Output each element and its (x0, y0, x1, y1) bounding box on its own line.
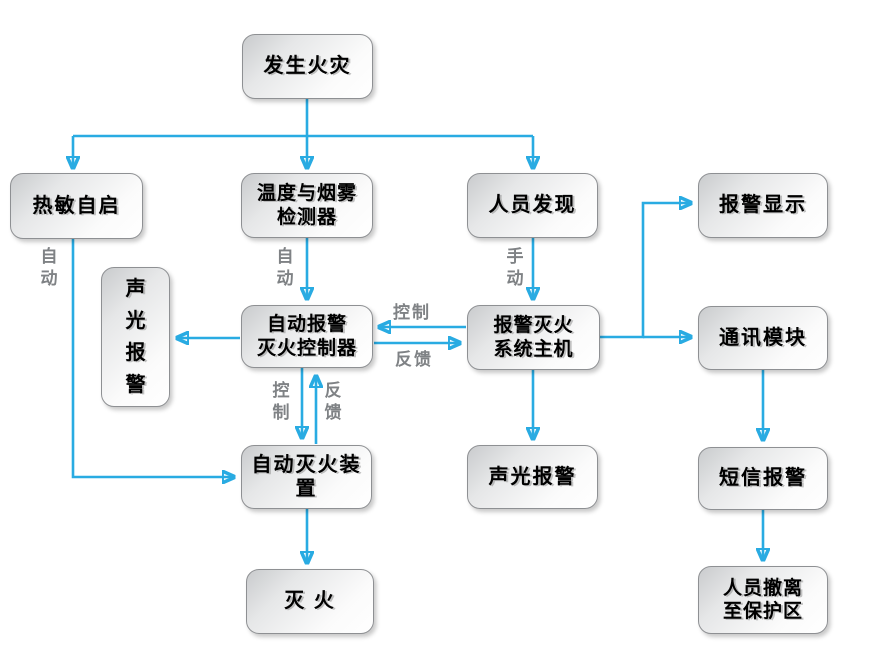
node-thermal-autostart: 热敏自启 (10, 173, 143, 239)
node-sms-alarm-label: 短信报警 (719, 467, 807, 490)
edge-label-feedback-horizontal: 反馈 (395, 350, 433, 369)
node-alarm-display-label: 报警显示 (719, 194, 807, 217)
node-alarm-system-host-label: 报警灭火 系统主机 (493, 315, 574, 360)
node-auto-extinguish-device-label: 自动灭火装置 (251, 453, 362, 500)
edge-label-auto-middle: 自动 (276, 247, 294, 289)
node-evacuate-label: 人员撤离 至保护区 (722, 577, 803, 622)
edge-thermal-to-device (71, 239, 233, 477)
node-evacuate: 人员撤离 至保护区 (698, 566, 828, 634)
node-sound-light-alarm-bottom: 声光报警 (467, 445, 598, 509)
node-auto-extinguish-device: 自动灭火装置 (241, 445, 372, 509)
node-alarm-display: 报警显示 (698, 173, 828, 238)
edge-label-manual: 手动 (506, 247, 524, 289)
node-alarm-system-host: 报警灭火 系统主机 (467, 305, 600, 370)
node-comm-module: 通讯模块 (698, 306, 828, 370)
node-sms-alarm: 短信报警 (698, 447, 828, 510)
node-auto-alarm-controller-label: 自动报警 灭火控制器 (256, 314, 357, 359)
node-person-discovery: 人员发现 (467, 173, 598, 238)
node-auto-alarm-controller: 自动报警 灭火控制器 (241, 305, 373, 368)
node-extinguish: 灭 火 (246, 569, 374, 634)
node-fire-occurs: 发生火灾 (242, 34, 373, 99)
node-comm-module-label: 通讯模块 (719, 326, 807, 349)
edge-label-control-horizontal: 控制 (393, 303, 431, 322)
edge-label-feedback-vertical: 反馈 (324, 381, 342, 423)
node-person-discovery-label: 人员发现 (488, 194, 577, 217)
node-temp-smoke-detector: 温度与烟雾 检测器 (241, 173, 373, 238)
edge-host-to-alarm-display (600, 203, 690, 339)
edge-label-control-vertical: 控制 (272, 381, 290, 423)
edge-label-auto-left: 自动 (40, 247, 58, 289)
node-extinguish-label: 灭 火 (284, 590, 336, 613)
node-temp-smoke-detector-label: 温度与烟雾 检测器 (256, 183, 357, 228)
node-sound-light-alarm-left: 声光报警 (101, 267, 170, 407)
node-thermal-autostart-label: 热敏自启 (32, 194, 121, 217)
node-sound-light-alarm-left-label: 声光报警 (125, 278, 146, 396)
node-sound-light-alarm-bottom-label: 声光报警 (488, 465, 577, 488)
node-fire-occurs-label: 发生火灾 (263, 55, 352, 78)
